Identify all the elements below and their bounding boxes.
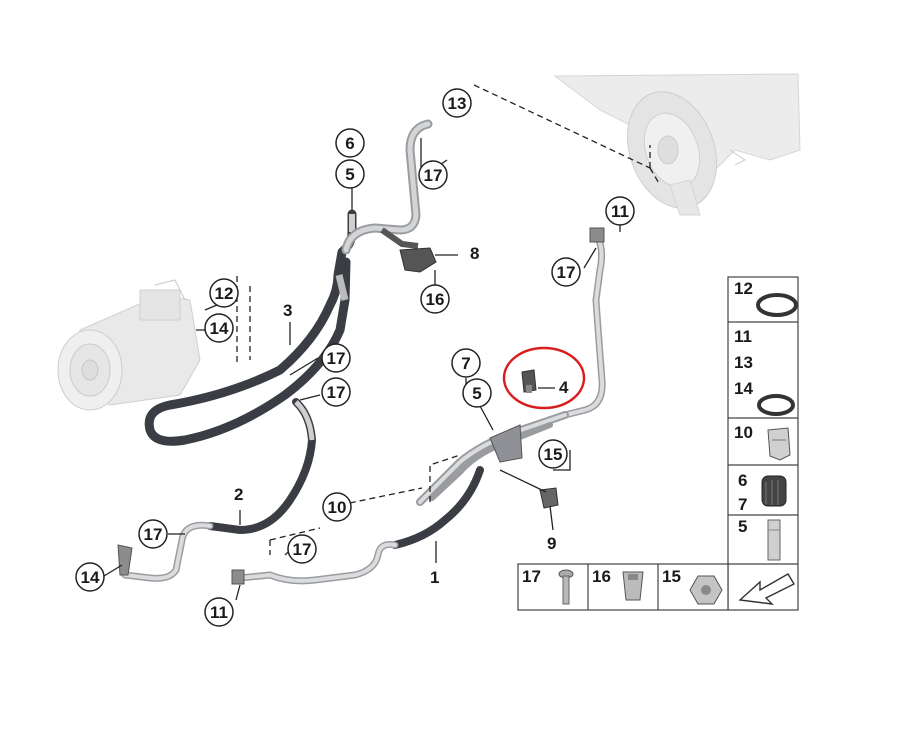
callout-16-label: 16 bbox=[426, 290, 445, 309]
callout-17-low-a-label: 17 bbox=[144, 525, 163, 544]
engine-block bbox=[553, 73, 801, 216]
legend-11: 11 bbox=[734, 327, 752, 346]
callout-7: 7 bbox=[451, 348, 481, 378]
callout-9-label: 9 bbox=[547, 534, 556, 553]
callout-17-low-b: 17 bbox=[287, 534, 317, 564]
callout-3-label: 3 bbox=[283, 301, 292, 320]
callout-12-label: 12 bbox=[215, 284, 234, 303]
callout-2-label: 2 bbox=[234, 485, 243, 504]
callout-14-left-label: 14 bbox=[210, 319, 229, 338]
callout-17-mid-a: 17 bbox=[321, 343, 351, 373]
pipe-assembly-center bbox=[416, 411, 569, 506]
callout-11-top-label: 11 bbox=[611, 202, 629, 221]
legend-17: 17 bbox=[522, 567, 541, 586]
callout-11-bottom-label: 11 bbox=[210, 603, 228, 622]
reference-lines bbox=[236, 84, 661, 555]
sensor-4-part bbox=[521, 369, 537, 393]
parts-legend: 12 11 13 14 10 6 7 5 17 16 15 bbox=[517, 276, 799, 611]
callout-15-label: 15 bbox=[544, 445, 563, 464]
callout-16: 16 bbox=[420, 284, 450, 314]
callout-1-label: 1 bbox=[430, 568, 439, 587]
callout-11-top: 11 bbox=[605, 196, 635, 226]
hose-2 bbox=[117, 398, 317, 582]
callout-17-top: 17 bbox=[418, 160, 448, 190]
callout-6-label: 6 bbox=[345, 134, 354, 153]
callout-6: 6 bbox=[335, 128, 365, 158]
callout-14-left: 14 bbox=[204, 313, 234, 343]
callout-15: 15 bbox=[538, 439, 568, 469]
callout-17-low-a: 17 bbox=[138, 519, 168, 549]
pipe-right bbox=[561, 227, 606, 419]
compressor bbox=[57, 279, 201, 411]
callout-8-label: 8 bbox=[470, 244, 479, 263]
forward-arrow-icon bbox=[738, 573, 795, 605]
legend-5: 5 bbox=[738, 517, 747, 536]
highlight-circle bbox=[502, 346, 586, 410]
callout-10-label: 10 bbox=[328, 498, 347, 517]
callout-12: 12 bbox=[209, 278, 239, 308]
legend-12: 12 bbox=[734, 279, 753, 298]
legend-7: 7 bbox=[738, 495, 747, 514]
legend-6: 6 bbox=[738, 471, 747, 490]
legend-15: 15 bbox=[662, 567, 681, 586]
hose-1 bbox=[231, 466, 484, 585]
callout-5-top: 5 bbox=[335, 159, 365, 189]
bracket-8 bbox=[399, 247, 437, 273]
legend-16: 16 bbox=[592, 567, 611, 586]
callout-10: 10 bbox=[322, 492, 352, 522]
callout-13-label: 13 bbox=[448, 94, 467, 113]
callout-17-low-b-label: 17 bbox=[293, 540, 312, 559]
callout-14-bottom-label: 14 bbox=[81, 568, 100, 587]
callout-17-mid-b: 17 bbox=[321, 377, 351, 407]
callout-17-mid-b-label: 17 bbox=[327, 383, 346, 402]
callout-14-bottom: 14 bbox=[75, 562, 105, 592]
callout-5-top-label: 5 bbox=[345, 165, 354, 184]
callout-5-mid: 5 bbox=[462, 378, 492, 408]
callout-5-mid-label: 5 bbox=[472, 384, 481, 403]
callout-13: 13 bbox=[442, 88, 472, 118]
callout-4-label: 4 bbox=[559, 378, 569, 397]
legend-13: 13 bbox=[734, 353, 753, 372]
legend-14: 14 bbox=[734, 379, 753, 398]
pipe-upper bbox=[341, 119, 433, 255]
callout-17-top-label: 17 bbox=[424, 166, 443, 185]
bracket-9 bbox=[539, 487, 559, 509]
callout-17-right: 17 bbox=[551, 257, 581, 287]
hose-3 bbox=[144, 209, 357, 446]
legend-10: 10 bbox=[734, 423, 753, 442]
callout-7-label: 7 bbox=[461, 354, 470, 373]
callout-17-right-label: 17 bbox=[557, 263, 576, 282]
callout-17-mid-a-label: 17 bbox=[327, 349, 346, 368]
callout-11-bottom: 11 bbox=[204, 597, 234, 627]
